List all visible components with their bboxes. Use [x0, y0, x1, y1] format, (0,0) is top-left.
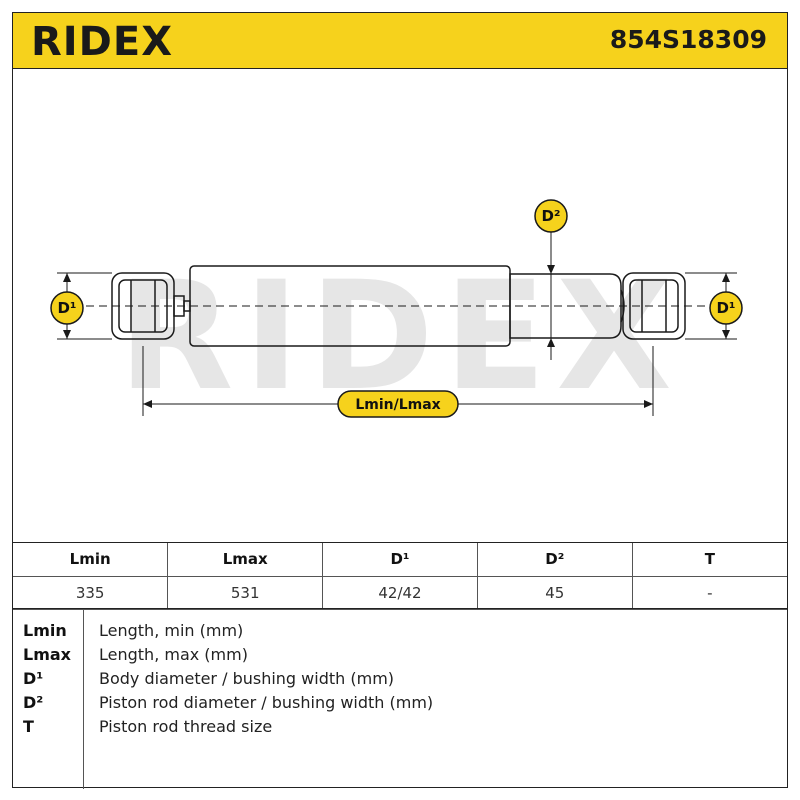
legend-key: D¹: [23, 669, 44, 688]
legend-key: Lmax: [23, 645, 71, 664]
specs-table-section: Lmin Lmax D¹ D² T 335 531 42/42 45 -: [13, 542, 787, 610]
legend-key: T: [23, 717, 34, 736]
d1-left-badge: D¹: [50, 291, 84, 325]
d1-left-label: D¹: [57, 299, 76, 317]
legend-item: Lmax Length, max (mm): [13, 643, 787, 667]
shock-absorber-drawing: RIDEX: [13, 70, 787, 542]
specs-header-cell: Lmin: [13, 543, 169, 577]
d1-right-badge: D¹: [709, 291, 743, 325]
specs-value-cell: 531: [167, 575, 324, 610]
specs-header-cell: T: [631, 543, 787, 577]
specs-value-cell: 335: [13, 575, 169, 610]
specs-table: Lmin Lmax D¹ D² T 335 531 42/42 45 -: [13, 543, 787, 610]
d1-right-label: D¹: [716, 299, 735, 317]
legend-divider: [83, 609, 84, 789]
legend-description: Length, max (mm): [99, 645, 248, 664]
specs-header-cell: D²: [476, 543, 633, 577]
arrowheads: [63, 265, 730, 408]
legend-key: D²: [23, 693, 44, 712]
legend-section: Lmin Length, min (mm) Lmax Length, max (…: [13, 608, 787, 789]
length-badge: Lmin/Lmax: [337, 390, 459, 418]
legend-description: Body diameter / bushing width (mm): [99, 669, 395, 688]
specs-header-row: Lmin Lmax D¹ D² T: [13, 543, 787, 577]
part-number: 854S18309: [609, 25, 767, 54]
specs-value-cell: 42/42: [322, 575, 478, 610]
legend-key: Lmin: [23, 621, 67, 640]
header-bar: RIDEX 854S18309: [13, 13, 787, 69]
specs-value-cell: -: [631, 575, 787, 610]
length-label: Lmin/Lmax: [355, 397, 440, 413]
legend-description: Length, min (mm): [99, 621, 244, 640]
brand-logo: RIDEX: [31, 19, 174, 65]
drawing-canvas: RIDEX: [50, 199, 743, 424]
product-sheet: RIDEX 854S18309 RIDEX: [12, 12, 788, 789]
legend-item: T Piston rod thread size: [13, 715, 787, 739]
legend-description: Piston rod diameter / bushing width (mm): [99, 693, 434, 712]
specs-header-cell: Lmax: [167, 543, 324, 577]
specs-value-row: 335 531 42/42 45 -: [13, 575, 787, 610]
legend-item: D¹ Body diameter / bushing width (mm): [13, 667, 787, 691]
specs-header-cell: D¹: [322, 543, 478, 577]
legend-item: D² Piston rod diameter / bushing width (…: [13, 691, 787, 715]
specs-value-cell: 45: [476, 575, 633, 610]
d2-badge: D²: [534, 199, 568, 233]
piston-rod-housing: [509, 273, 622, 339]
legend-item: Lmin Length, min (mm): [13, 619, 787, 643]
legend-description: Piston rod thread size: [99, 717, 273, 736]
d2-label: D²: [541, 207, 560, 225]
